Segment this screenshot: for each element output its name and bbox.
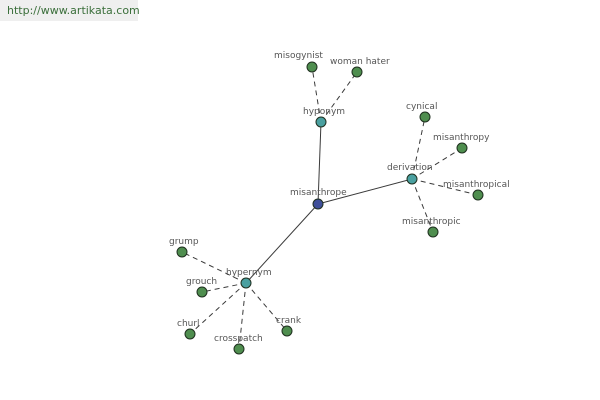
node-label-cynical[interactable]: cynical — [406, 102, 437, 112]
edge-hypernym-crank — [245, 282, 288, 332]
node-label-hyponym[interactable]: hyponym — [303, 107, 345, 117]
node-hyponym[interactable] — [315, 116, 327, 128]
node-cynical[interactable] — [419, 111, 431, 123]
labels-layer: misanthrope hyponym derivation hypernym miso… — [169, 51, 510, 344]
node-grump[interactable] — [176, 246, 188, 258]
edge-derivation-misanthropical — [411, 178, 479, 196]
edge-misanthrope-derivation — [317, 178, 413, 205]
node-label-grouch[interactable]: grouch — [186, 277, 217, 287]
node-label-crosspatch[interactable]: crosspatch — [214, 334, 263, 344]
edge-hypernym-churl — [189, 282, 247, 335]
edge-derivation-misanthropy — [411, 147, 463, 180]
node-misanthrope[interactable] — [312, 198, 324, 210]
node-derivation[interactable] — [406, 173, 418, 185]
edge-hyponym-misogynist — [311, 66, 322, 123]
nodes-layer — [176, 61, 484, 355]
node-label-grump[interactable]: grump — [169, 237, 199, 247]
node-misanthropical[interactable] — [472, 189, 484, 201]
edge-hyponym-woman-hater — [320, 71, 358, 123]
node-grouch[interactable] — [196, 286, 208, 298]
node-woman-hater[interactable] — [351, 66, 363, 78]
node-churl[interactable] — [184, 328, 196, 340]
node-label-misanthropical[interactable]: misanthropical — [443, 180, 510, 190]
node-crosspatch[interactable] — [233, 343, 245, 355]
node-crank[interactable] — [281, 325, 293, 337]
edge-derivation-cynical — [411, 116, 426, 180]
edge-hypernym-grouch — [201, 282, 247, 293]
node-misogynist[interactable] — [306, 61, 318, 73]
node-label-misanthropy[interactable]: misanthropy — [433, 133, 490, 143]
edge-hypernym-grump — [181, 251, 247, 284]
node-misanthropic[interactable] — [427, 226, 439, 238]
node-misanthropy[interactable] — [456, 142, 468, 154]
node-label-misanthrope[interactable]: misanthrope — [290, 188, 347, 198]
node-label-woman-hater[interactable]: woman hater — [330, 57, 390, 67]
node-label-derivation[interactable]: derivation — [387, 163, 433, 173]
node-label-misogynist[interactable]: misogynist — [274, 51, 323, 61]
node-hypernym[interactable] — [240, 277, 252, 289]
edge-hypernym-crosspatch — [238, 282, 247, 350]
node-label-crank[interactable]: crank — [276, 316, 302, 326]
edge-derivation-misanthropic — [411, 178, 434, 233]
edge-misanthrope-hypernym — [245, 203, 319, 284]
node-label-churl[interactable]: churl — [177, 319, 200, 329]
node-label-hypernym[interactable]: hypernym — [226, 268, 272, 278]
site-url-link[interactable]: http://www.artikata.com — [0, 0, 140, 21]
node-label-misanthropic[interactable]: misanthropic — [402, 217, 461, 227]
edges-layer — [181, 66, 479, 350]
edge-misanthrope-hyponym — [317, 121, 322, 205]
